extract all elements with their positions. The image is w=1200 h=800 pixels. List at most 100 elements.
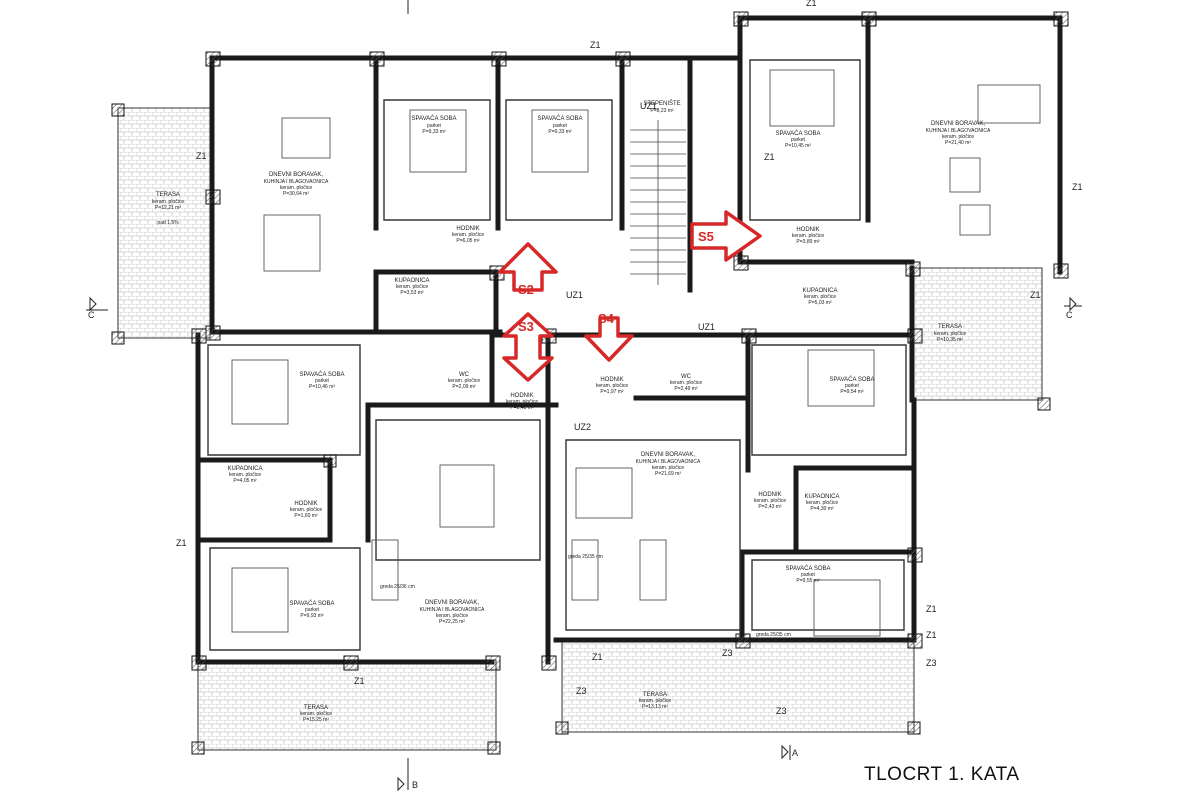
tag-z1-1: Z1 — [196, 151, 207, 161]
s3-arrow — [502, 312, 554, 382]
wc-c-finish: keram. pločice — [448, 378, 480, 384]
furniture — [231, 69, 1041, 637]
terrace-south — [561, 639, 915, 733]
living-b-area: P=21,40 m² — [945, 140, 971, 146]
living-a-finish: keram. pločice — [280, 185, 312, 191]
section-c-right-label: C — [1066, 310, 1073, 320]
staircase-name: STEPENIŠTE — [643, 100, 680, 107]
living-c-finish: keram. pločice — [436, 613, 468, 619]
bedroom-c2-area: P=9,93 m² — [300, 613, 324, 619]
section-c-left-label: C — [88, 310, 95, 320]
wc-d-finish: keram. pločice — [670, 380, 702, 386]
beam-note-1: greda 25/36 cm — [380, 584, 415, 590]
tag-uz2: UZ2 — [574, 422, 591, 432]
hall-c1-name: HODNIK — [510, 393, 533, 399]
bedroom-c1-finish: parket — [315, 378, 330, 384]
tag-uz1-3: UZ1 — [698, 322, 715, 332]
tag-z1-11: Z1 — [926, 630, 937, 640]
plan-title: TLOCRT 1. KATA — [864, 764, 1020, 785]
living-c-name2: KUHINJA I BLAGOVAONICA — [420, 607, 485, 613]
bedroom-b1-area: P=10,45 m² — [785, 143, 811, 149]
hall-d2-finish: keram. pločice — [754, 498, 786, 504]
living-c-name: DNEVNI BORAVAK, — [425, 600, 479, 606]
beam-note-3: greda 25/35 cm — [756, 632, 791, 638]
tag-z3-1: Z3 — [926, 658, 937, 668]
terrace-west-slope: pad 1,5% — [157, 220, 179, 226]
bath-b-area: P=5,03 m² — [808, 300, 832, 306]
s5-arrow — [690, 210, 762, 262]
tag-uz1-2: UZ1 — [566, 290, 583, 300]
marker-s5: S5 — [698, 229, 714, 244]
bedroom-c1-name: SPAVAĆA SOBA — [299, 371, 344, 378]
tag-z1-3: Z1 — [806, 0, 817, 8]
hall-d1-name: HODNIK — [600, 377, 623, 383]
terrace-east-area: P=10,35 m² — [937, 337, 963, 343]
hall-a-name: HODNIK — [456, 226, 479, 232]
tag-z1-8: Z1 — [354, 676, 365, 686]
bedroom-a2-name: SPAVAĆA SOBA — [537, 115, 582, 122]
terrace-east-finish: keram. pločice — [934, 331, 966, 337]
bedroom-a1-finish: parket — [427, 123, 442, 129]
living-b-name: DNEVNI BORAVAK, — [931, 121, 985, 127]
living-d-name2: KUHINJA I BLAGOVAONICA — [636, 459, 701, 465]
terrace-sw-finish: keram. pločice — [300, 711, 332, 717]
columns — [111, 11, 1069, 755]
tag-z1-4: Z1 — [1072, 182, 1083, 192]
wc-d-name: WC — [681, 374, 692, 380]
bath-d-area: P=4,30 m² — [810, 506, 834, 512]
bath-b-finish: keram. pločice — [804, 294, 836, 300]
living-b-finish: keram. pločice — [942, 134, 974, 140]
tag-z1-2: Z1 — [590, 40, 601, 50]
living-a-area: P=30,64 m² — [283, 191, 309, 197]
bedroom-d2-area: P=9,55 m² — [796, 578, 820, 584]
bath-a-name: KUPAONICA — [395, 278, 430, 284]
tag-z3-4: Z3 — [776, 706, 787, 716]
living-a-name2: KUHINJA I BLAGOVAONICA — [264, 179, 329, 185]
partitions — [207, 59, 907, 651]
bath-c-area: P=4,05 m² — [233, 478, 257, 484]
bedroom-b1-finish: parket — [791, 137, 806, 143]
wc-d-area: P=2,49 m² — [674, 386, 698, 392]
beam-note-2: greda 25/35 cm — [568, 554, 603, 560]
tag-z1-9: Z1 — [592, 652, 603, 662]
terrace-west-name: TERASA — [156, 192, 180, 198]
room-labels: TERASA keram. pločice P=12,21 m² pad 1,5… — [152, 100, 991, 723]
tag-z3-2: Z3 — [722, 648, 733, 658]
hall-c2-finish: keram. pločice — [290, 507, 322, 513]
hall-d2-name: HODNIK — [758, 492, 781, 498]
bath-a-area: P=3,53 m² — [400, 290, 424, 296]
hall-c2-area: P=1,60 m² — [294, 513, 318, 519]
staircase-area: P=8,23 m² — [650, 108, 674, 114]
hall-c1-finish: keram. pločice — [506, 399, 538, 405]
bedroom-a1-name: SPAVAĆA SOBA — [411, 115, 456, 122]
terrace-sw-name: TERASA — [304, 705, 328, 711]
bedroom-d1-area: P=9,54 m² — [840, 389, 864, 395]
hall-d1-area: P=1,97 m² — [600, 389, 624, 395]
bedroom-d2-finish: parket — [801, 572, 816, 578]
hall-c2-name: HODNIK — [294, 501, 317, 507]
living-b-name2: KUHINJA I BLAGOVAONICA — [926, 128, 991, 134]
s2-arrow — [498, 242, 558, 292]
tag-z1-6: Z1 — [1030, 290, 1041, 300]
hall-a-finish: keram. pločice — [452, 232, 484, 238]
terrace-southwest — [197, 659, 497, 751]
section-a-label: A — [792, 748, 798, 758]
tag-z1-5: Z1 — [764, 152, 775, 162]
terrace-east-name: TERASA — [938, 324, 962, 330]
bedroom-d2-name: SPAVAĆA SOBA — [785, 565, 830, 572]
wc-c-name: WC — [459, 372, 470, 378]
bedroom-d1-finish: parket — [845, 383, 860, 389]
living-d-name: DNEVNI BORAVAK, — [641, 452, 695, 458]
bath-d-name: KUPAONICA — [805, 494, 840, 500]
bath-b-name: KUPAONICA — [803, 288, 838, 294]
terrace-s-finish: keram. pločice — [639, 698, 671, 704]
living-d-finish: keram. pločice — [652, 465, 684, 471]
tag-z1-7: Z1 — [176, 538, 187, 548]
terrace-s-area: P=13,13 m² — [642, 704, 668, 710]
section-markers — [86, 0, 1082, 792]
bedroom-a2-finish: parket — [553, 123, 568, 129]
living-a-name: DNEVNI BORAVAK, — [269, 172, 323, 178]
tag-uz1-1: UZ1 — [640, 101, 657, 111]
bedroom-c2-name: SPAVAĆA SOBA — [289, 600, 334, 607]
marker-s4: S4 — [598, 311, 615, 326]
